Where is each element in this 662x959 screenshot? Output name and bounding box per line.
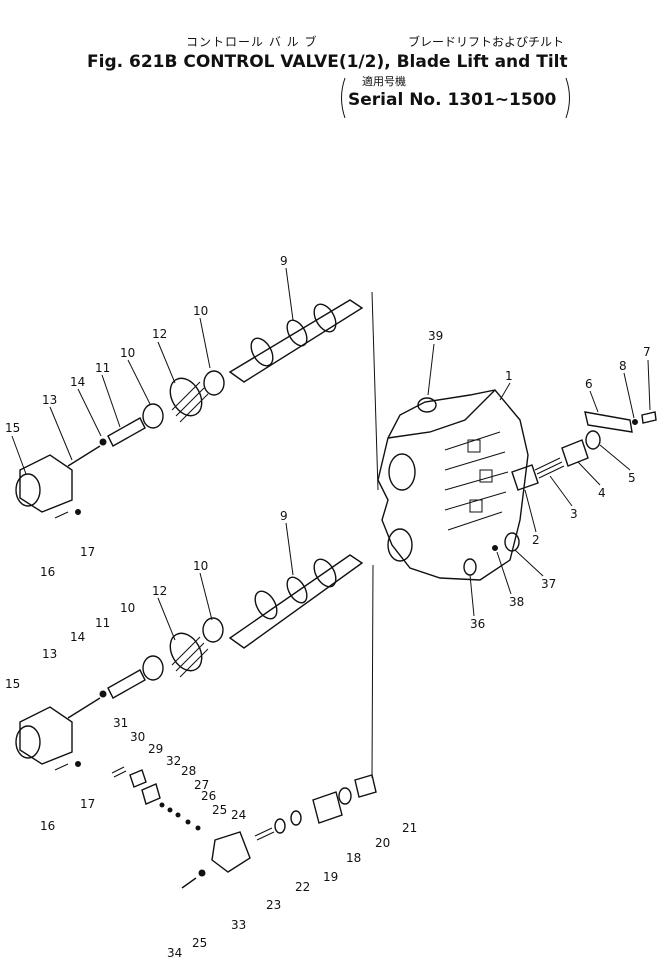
callout-30: 30: [130, 730, 145, 744]
callout-9: 9: [280, 254, 288, 268]
callout-11: 11: [95, 361, 110, 375]
callout-labels: 9 10 12 10 11 14 13 15 16 17 39 1 6 8 7 …: [5, 254, 651, 959]
callout-18: 18: [346, 851, 361, 865]
callout-3: 3: [570, 507, 578, 521]
callout-9: 9: [280, 509, 288, 523]
callout-17: 17: [80, 797, 95, 811]
right-side-parts: [417, 397, 657, 576]
callout-8: 8: [619, 359, 627, 373]
callout-31: 31: [113, 716, 128, 730]
callout-10: 10: [193, 559, 208, 573]
valve-body: [377, 389, 529, 581]
callout-17: 17: [80, 545, 95, 559]
callout-1: 1: [505, 369, 513, 383]
callout-14: 14: [70, 375, 85, 389]
callout-7: 7: [643, 345, 651, 359]
callout-34: 34: [167, 946, 182, 959]
callout-4: 4: [598, 486, 606, 500]
callout-24: 24: [231, 808, 246, 822]
callout-leaders: [11, 267, 651, 641]
callout-16: 16: [40, 565, 55, 579]
callout-25: 25: [212, 803, 227, 817]
callout-20: 20: [375, 836, 390, 850]
serial-range: Serial No. 1301~1500: [348, 90, 557, 110]
callout-25: 25: [192, 936, 207, 950]
callout-10: 10: [193, 304, 208, 318]
lower-spool-assembly: [15, 554, 364, 771]
callout-27: 27: [194, 778, 209, 792]
callout-13: 13: [42, 647, 57, 661]
callout-39: 39: [428, 329, 443, 343]
callout-6: 6: [585, 377, 593, 391]
serial-bracket-right: [565, 77, 570, 119]
callout-32: 32: [166, 754, 181, 768]
lower-small-parts: [111, 766, 377, 889]
serial-label-japanese: 適用号機: [362, 75, 406, 88]
callout-36: 36: [470, 617, 485, 631]
figure-title: Fig. 621B CONTROL VALVE(1/2), Blade Lift…: [87, 52, 568, 72]
leader-line-lower: [371, 564, 374, 779]
callout-10: 10: [120, 346, 135, 360]
callout-13: 13: [42, 393, 57, 407]
callout-11: 11: [95, 616, 110, 630]
serial-bracket-left: [341, 77, 346, 119]
callout-14: 14: [70, 630, 85, 644]
callout-10: 10: [120, 601, 135, 615]
callout-23: 23: [266, 898, 281, 912]
callout-28: 28: [181, 764, 196, 778]
callout-22: 22: [295, 880, 310, 894]
title-japanese: コントロール バ ル ブ: [186, 35, 318, 49]
callout-5: 5: [628, 471, 636, 485]
callout-33: 33: [231, 918, 246, 932]
callout-21: 21: [402, 821, 417, 835]
callout-37: 37: [541, 577, 556, 591]
callout-12: 12: [152, 584, 167, 598]
upper-spool-assembly: [15, 299, 364, 519]
callout-38: 38: [509, 595, 524, 609]
leader-line-upper: [371, 291, 379, 491]
callout-2: 2: [532, 533, 540, 547]
callout-12: 12: [152, 327, 167, 341]
callout-19: 19: [323, 870, 338, 884]
callout-26: 26: [201, 789, 216, 803]
callout-29: 29: [148, 742, 163, 756]
callout-15: 15: [5, 677, 20, 691]
callout-15: 15: [5, 421, 20, 435]
callout-16: 16: [40, 819, 55, 833]
subtitle-japanese: ブレードリフトおよびチルト: [408, 35, 565, 49]
